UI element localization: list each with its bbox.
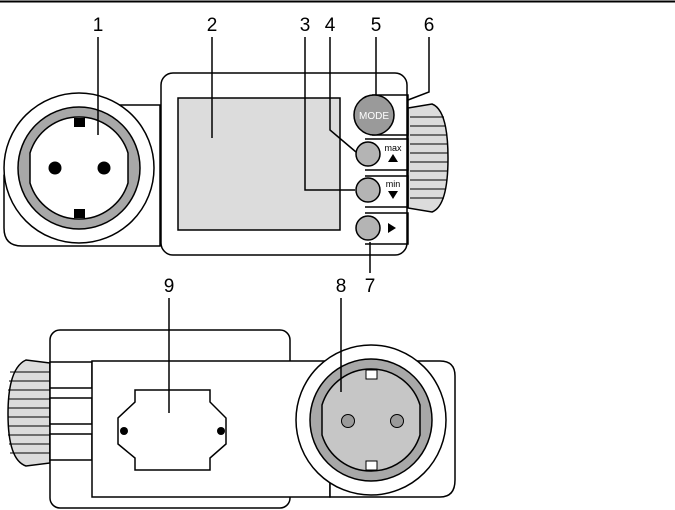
front-socket	[4, 93, 154, 243]
mode-button[interactable]: MODE	[354, 95, 394, 135]
callout-1: 1	[93, 15, 104, 36]
front-dial	[408, 104, 448, 212]
callout-6: 6	[424, 15, 435, 36]
max-button[interactable]	[356, 142, 380, 166]
callout-4: 4	[325, 15, 336, 36]
rear-socket-face	[322, 369, 420, 471]
callout-5: 5	[371, 15, 382, 36]
lcd-screen	[178, 98, 340, 230]
front-view: MODE max min 1 2 3	[4, 15, 448, 297]
callout-7: 7	[365, 276, 376, 297]
next-button[interactable]	[356, 216, 380, 240]
front-socket-left-pin-hole	[49, 162, 62, 175]
callout-3: 3	[300, 15, 311, 36]
callout-2: 2	[207, 15, 218, 36]
front-socket-top-clip	[74, 118, 85, 127]
max-label: max	[384, 143, 402, 153]
rear-plug	[118, 390, 226, 470]
rear-dial	[8, 360, 50, 466]
callout-9: 9	[164, 276, 175, 297]
rear-view: 9 8	[8, 276, 455, 508]
callout-8: 8	[336, 276, 347, 297]
rear-socket-bottom-clip	[366, 461, 377, 470]
min-label: min	[386, 179, 401, 189]
rear-socket	[296, 345, 446, 495]
rear-plug-left-hole	[120, 427, 128, 435]
min-button[interactable]	[356, 178, 380, 202]
rear-socket-right-pin-hole	[391, 415, 404, 428]
mode-button-label: MODE	[359, 111, 389, 122]
front-socket-bottom-clip	[74, 209, 85, 218]
rear-socket-left-pin-hole	[342, 415, 355, 428]
rear-plug-right-hole	[217, 427, 225, 435]
rear-slot-bars	[50, 362, 92, 460]
front-socket-right-pin-hole	[98, 162, 111, 175]
front-socket-face	[30, 117, 128, 219]
rear-socket-top-clip	[366, 370, 377, 379]
